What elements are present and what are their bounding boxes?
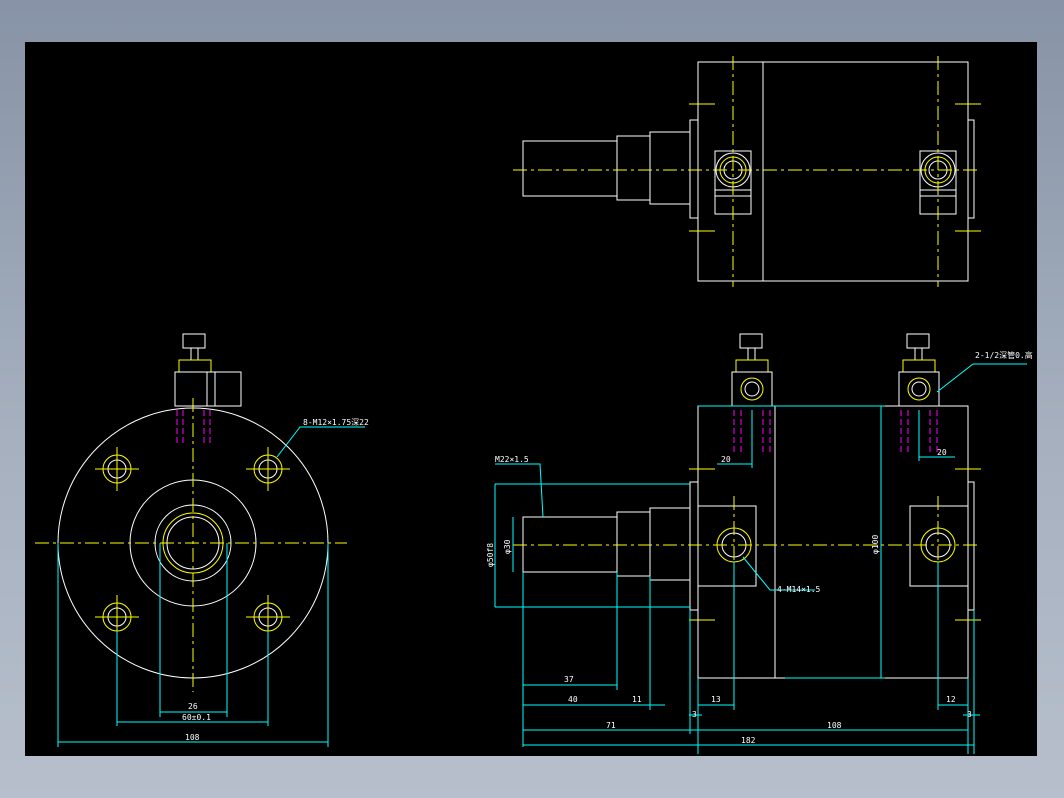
cad-viewport[interactable]: 8-M12×1.75深22 26 60±0.1 108 M22×1.5 φ50f…: [25, 42, 1037, 756]
cad-drawing-canvas: 8-M12×1.75深22 26 60±0.1 108 M22×1.5 φ50f…: [35, 56, 1033, 754]
dim-108-side: 108: [827, 721, 842, 730]
dim-26: 26: [188, 702, 198, 711]
top-view-left-flange: [689, 119, 699, 219]
top-view-body: [697, 61, 969, 282]
side-view-port-pad-right: [909, 505, 969, 587]
end-view: [35, 333, 365, 747]
side-view-fitting-right: [898, 333, 940, 452]
dim-11: 11: [632, 695, 642, 704]
side-view: [494, 333, 1027, 754]
pipe-callout: 2-1/2深管0.高: [975, 350, 1033, 360]
top-view-rod-neck: [649, 131, 691, 205]
thread-callout: M22×1.5: [495, 455, 529, 464]
side-view-port-pad-left: [697, 505, 757, 587]
top-view-rod: [522, 140, 618, 197]
end-view-fitting: [174, 333, 242, 446]
dia-30-label: φ30: [503, 539, 512, 554]
dim-3-right: 3: [967, 710, 972, 719]
dim-71: 71: [606, 721, 616, 730]
dim-20-right: 20: [937, 448, 947, 457]
dim-3-left: 3: [692, 710, 697, 719]
top-view-rod-collar: [616, 135, 651, 201]
side-view-body: [697, 405, 969, 679]
front-holes-callout: 8-M12×1.75深22: [303, 418, 369, 427]
port-callout: 4-M14×1.5: [777, 585, 821, 594]
dim-182: 182: [741, 736, 756, 745]
annotations: 8-M12×1.75深22 26 60±0.1 108 M22×1.5 φ50f…: [182, 350, 1033, 745]
dim-108-front: 108: [185, 733, 200, 742]
top-view: [513, 56, 981, 287]
dim-20-left: 20: [721, 455, 731, 464]
top-view-right-flange: [967, 119, 975, 219]
dim-60: 60±0.1: [182, 713, 211, 722]
dim-12: 12: [946, 695, 956, 704]
dim-37: 37: [564, 675, 574, 684]
dim-13: 13: [711, 695, 721, 704]
dia-50-label: φ50f8: [486, 543, 495, 567]
dim-40: 40: [568, 695, 578, 704]
dia-100-label: φ100: [871, 535, 880, 554]
